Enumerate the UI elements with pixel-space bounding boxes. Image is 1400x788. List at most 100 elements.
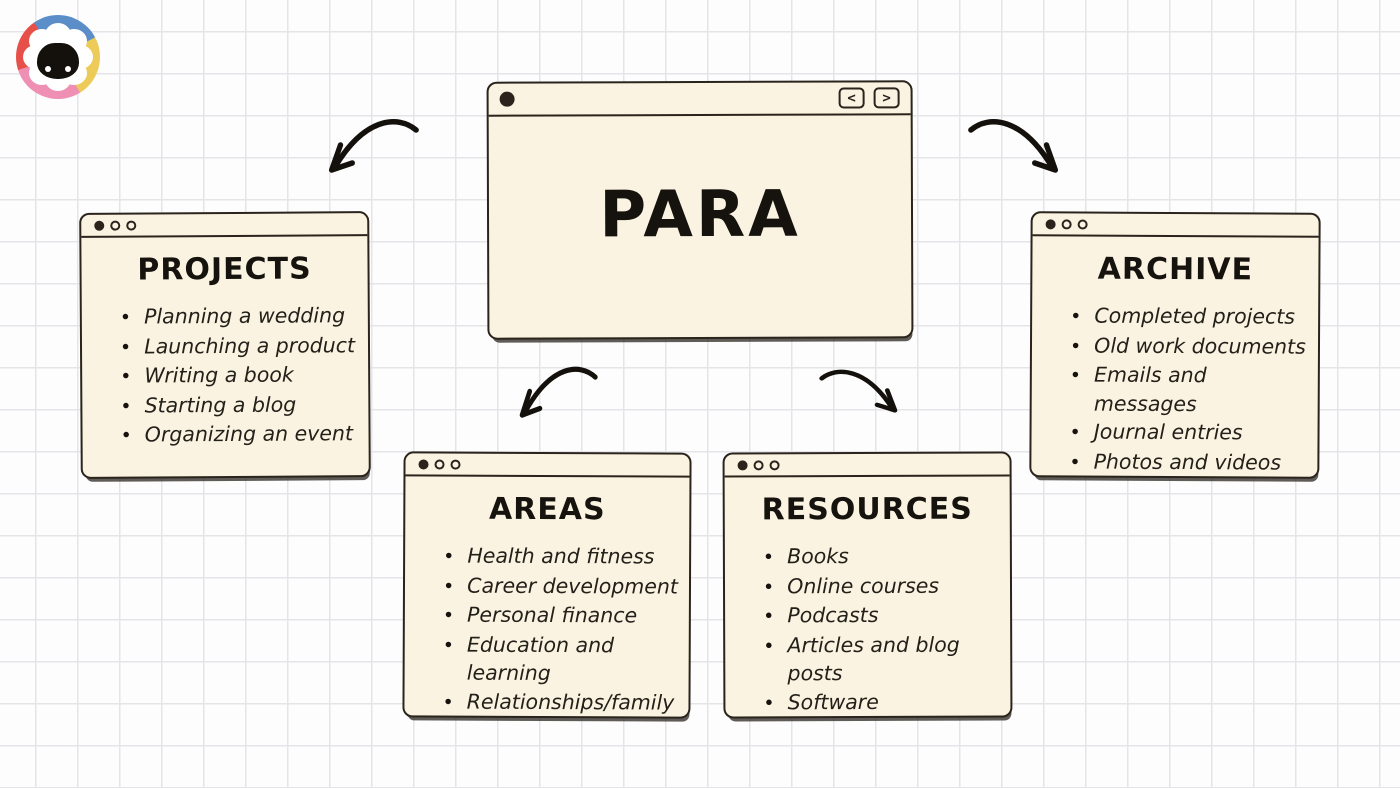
window-dot-icon — [499, 91, 515, 107]
areas-window-titlebar — [405, 453, 690, 478]
list-item: • Books — [763, 542, 1004, 572]
bullet-icon: • — [119, 336, 132, 359]
bullet-icon: • — [442, 575, 455, 598]
list-item-label: Career development — [467, 573, 678, 599]
archive-window-titlebar — [1032, 213, 1319, 238]
bullet-icon: • — [443, 545, 455, 568]
sheep-face — [37, 43, 79, 79]
list-item: • Journal entries — [1069, 417, 1311, 448]
para-window-titlebar: < > — [488, 82, 911, 117]
list-item-label: Education and learning — [466, 632, 615, 686]
list-item-label: Emails and messages — [1093, 362, 1207, 416]
window-dot-icon — [434, 459, 445, 470]
list-item: • Launching a product — [120, 331, 362, 362]
resources-list: •Books •Online courses •Podcasts •Articl… — [725, 542, 1011, 718]
list-item: • Personal finance — [443, 601, 683, 632]
window-dot-icon — [753, 459, 764, 470]
window-dot-icon — [110, 220, 121, 231]
list-item: • Old work documents — [1070, 331, 1312, 362]
list-item-label: Writing a book — [144, 362, 294, 388]
list-item-label: Completed projects — [1094, 303, 1296, 329]
bullet-icon: • — [1069, 334, 1082, 358]
list-item-label: Books — [787, 544, 849, 569]
para-window-body: PARA — [489, 115, 912, 337]
list-item: • Photos and videos — [1069, 447, 1311, 478]
list-item-label: Old work documents — [1094, 333, 1306, 359]
list-item: • Writing a book — [120, 360, 362, 391]
archive-window: ARCHIVE • Completed projects • Old work do… — [1029, 211, 1321, 479]
list-item-label: Planning a wedding — [143, 303, 346, 329]
window-nav: < > — [838, 87, 900, 109]
list-item-label: Personal finance — [467, 602, 638, 628]
list-item: • Education and learning — [443, 630, 683, 688]
bullet-icon: • — [762, 546, 775, 569]
list-item-label: Online courses — [787, 573, 940, 598]
list-item: • Starting a blog — [120, 390, 362, 421]
areas-window: AREAS •Health and fitness •Career develo… — [402, 451, 692, 719]
forward-button[interactable]: > — [873, 87, 900, 109]
bullet-icon: • — [763, 605, 775, 628]
window-dot-icon — [1077, 218, 1088, 230]
window-dot-filled-icon — [1045, 218, 1056, 229]
bullet-icon: • — [442, 604, 455, 627]
window-dot-filled-icon — [94, 220, 105, 231]
chevron-right-icon: > — [882, 89, 891, 106]
sheep-logo-icon — [16, 15, 100, 99]
areas-title: AREAS — [488, 491, 606, 528]
window-dot-filled-icon — [418, 458, 429, 469]
projects-window: PROJECTS • Planning a wedding • Launching … — [79, 211, 371, 479]
sheep-wool — [31, 31, 85, 83]
bullet-icon: • — [120, 365, 132, 388]
list-item-label: Journal entries — [1093, 419, 1243, 445]
projects-list: • Planning a wedding • Launching a product… — [82, 301, 369, 450]
list-item-label: Starting a blog — [144, 392, 297, 417]
areas-list: •Health and fitness •Career development … — [404, 541, 689, 717]
bullet-icon: • — [1069, 421, 1081, 444]
bullet-icon: • — [120, 424, 132, 447]
bullet-icon: • — [442, 634, 455, 657]
bullet-icon: • — [442, 691, 454, 714]
list-item-label: Photos and videos — [1093, 449, 1282, 475]
list-item-label: Relationships/family — [466, 689, 675, 715]
list-item: • Software — [763, 687, 1004, 717]
arrow-to-archive-icon — [968, 119, 1059, 173]
bullet-icon: • — [1069, 450, 1081, 474]
list-item-label: Organizing an event — [144, 421, 354, 447]
list-item: • Emails and messages — [1070, 360, 1312, 418]
arrow-to-areas-icon — [519, 366, 598, 418]
arrow-to-resources-icon — [819, 369, 898, 413]
list-item: • Career development — [443, 571, 683, 602]
list-item-label: Podcasts — [787, 602, 879, 628]
sheep-eye-left — [45, 66, 51, 72]
bullet-icon: • — [1070, 305, 1082, 328]
window-dot-icon — [450, 459, 461, 470]
arrow-to-projects-icon — [328, 119, 419, 173]
para-title: PARA — [599, 177, 801, 252]
list-item-label: Software — [787, 689, 879, 714]
list-item-label: Launching a product — [144, 332, 356, 358]
sheep-eye-right — [65, 66, 71, 72]
projects-window-titlebar — [81, 213, 368, 238]
bullet-icon: • — [763, 634, 775, 657]
window-dot-icon — [1061, 218, 1072, 229]
chevron-left-icon: < — [847, 89, 856, 106]
list-item: •Online courses — [763, 571, 1004, 601]
list-item: • Completed projects — [1070, 301, 1312, 332]
back-button[interactable]: < — [838, 87, 865, 109]
archive-list: •Completed projects •Old work documents … — [1031, 301, 1318, 477]
window-dot-icon — [769, 459, 780, 470]
list-item: • Relationships/family — [442, 687, 682, 718]
resources-title: RESOURCES — [761, 491, 973, 528]
bullet-icon: • — [763, 691, 775, 714]
bullet-icon: • — [1069, 364, 1082, 387]
archive-title: ARCHIVE — [1097, 251, 1254, 288]
list-item: • Articles and blog posts — [763, 630, 1004, 688]
list-item: • Organizing an event — [120, 419, 362, 450]
para-window: < > PARA — [486, 80, 914, 340]
list-item-label: Articles and blog posts — [787, 632, 960, 686]
projects-title: PROJECTS — [137, 251, 312, 288]
list-item: • Podcasts — [763, 601, 1004, 631]
resources-window: RESOURCES •Books •Online courses •Podcas… — [722, 451, 1013, 719]
bullet-icon: • — [120, 395, 132, 418]
